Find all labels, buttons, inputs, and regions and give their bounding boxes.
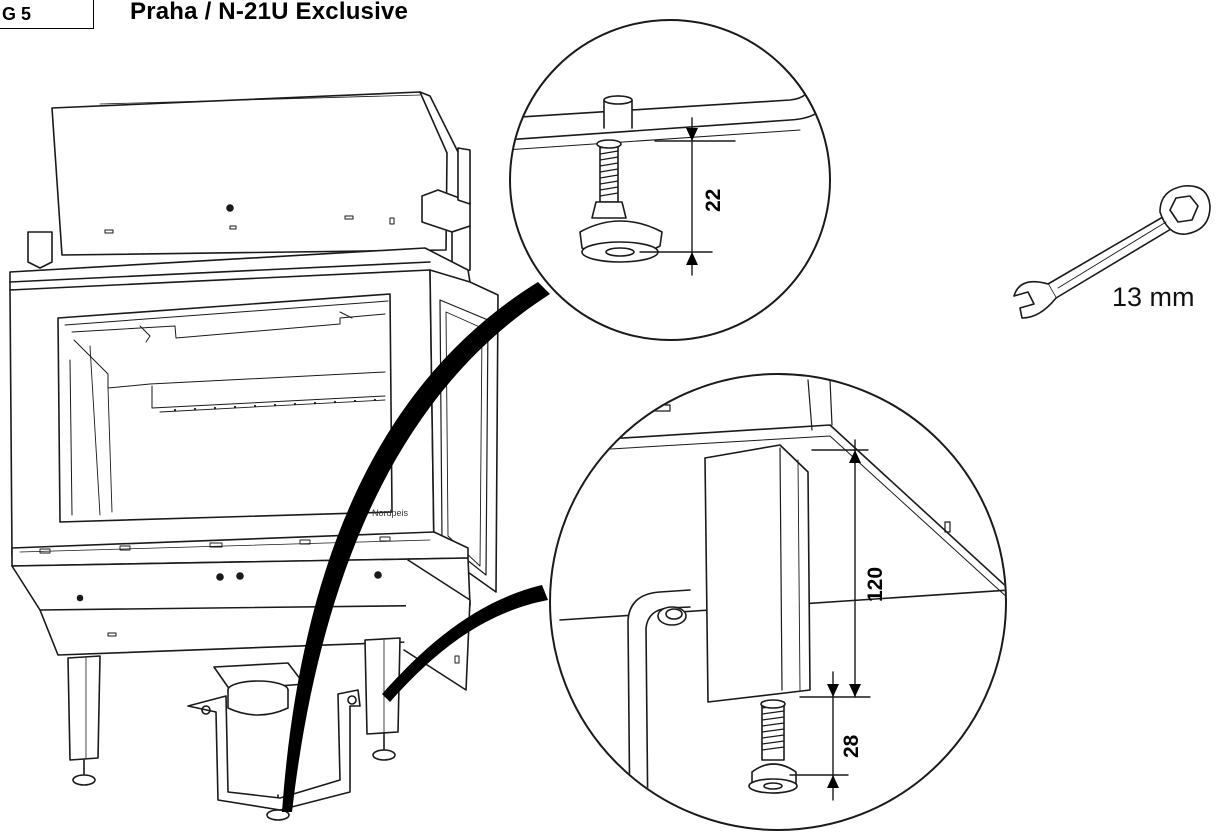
detail-circle-bottom: 120 28 <box>549 373 1007 831</box>
fireplace-insert: Nordpeis <box>9 91 499 821</box>
dimension-120: 120 <box>864 567 887 602</box>
dimension-28: 28 <box>840 734 863 758</box>
callout-bands <box>282 282 550 812</box>
wrench-icon <box>1013 185 1211 319</box>
detail-circle-top: 22 <box>509 19 831 341</box>
brand-mark: Nordpeis <box>372 508 409 518</box>
wrench-size-label: 13 mm <box>1112 282 1195 312</box>
figure-title: Praha / N-21U Exclusive <box>130 0 409 25</box>
figure-tag: G 5 <box>0 0 94 29</box>
dimension-22: 22 <box>702 189 725 212</box>
figure-tag-label: G 5 <box>2 4 32 24</box>
leveling-feet <box>72 733 396 821</box>
